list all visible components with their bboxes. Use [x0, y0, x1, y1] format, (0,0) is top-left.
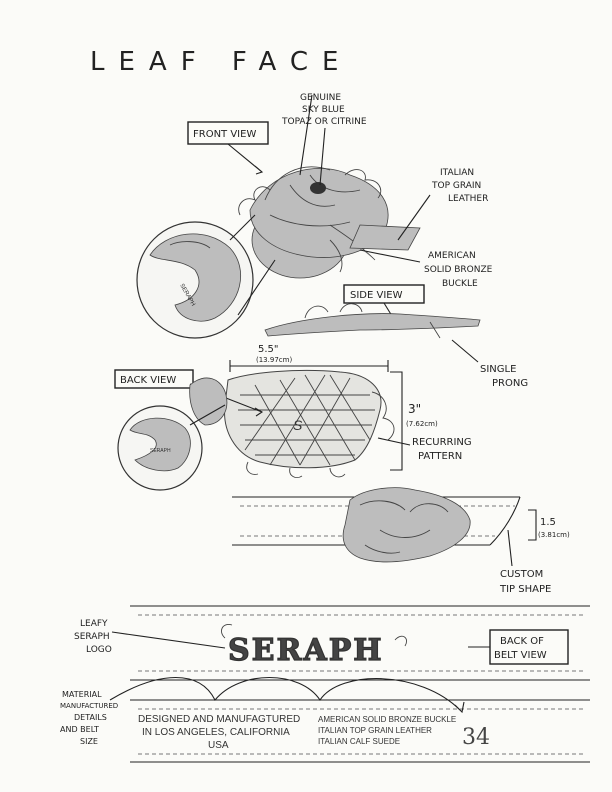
material-label-line4: AND BELT [60, 725, 99, 734]
logo-label-line2: SERAPH [74, 632, 110, 642]
back-view-box [114, 369, 194, 389]
strap-top-view [232, 487, 521, 563]
back-view-label: BACK VIEW [120, 375, 176, 386]
back-view-buckle: S [224, 369, 395, 479]
height-dim-cm: (7.62cm) [406, 420, 438, 428]
pattern-label-line1: RECURRING [412, 437, 472, 448]
front-view-label: FRONT VIEW [193, 129, 256, 140]
made-in-line1: DESIGNED AND MANUFAGTURED [138, 714, 300, 725]
buckle-label-line2: SOLID BRONZE [424, 265, 493, 275]
strap-dim: 1.5 [540, 517, 556, 528]
prong-arrow [451, 339, 479, 363]
back-belt-label-line2: BELT VIEW [494, 650, 547, 661]
gem-label-line1: GENUINE [300, 93, 341, 103]
logo-label-line1: LEAFY [80, 619, 108, 629]
svg-text:SERAPH: SERAPH [150, 448, 171, 454]
made-in-line2: IN LOS ANGELES, CALIFORNIA [142, 727, 290, 738]
seraph-logo: SERAPH [221, 624, 407, 669]
width-dim-cm: (13.97cm) [256, 356, 292, 364]
height-dim-line [390, 371, 403, 471]
buckle-arrow [359, 249, 421, 263]
pattern-label-line2: PATTERN [418, 451, 462, 462]
height-dim: 3" [408, 402, 421, 416]
tip-label-line1: CUSTOM [500, 569, 543, 580]
material-label-line2: MANUFACTURED [60, 702, 118, 710]
back-detail-magnifier: SERAPH [117, 404, 226, 491]
side-view-label: SIDE VIEW [350, 290, 403, 301]
leather-label-line2: TOP GRAIN [431, 181, 481, 191]
logo-arrow [111, 631, 226, 649]
leather-label-line1: ITALIAN [440, 168, 474, 178]
gem-label-line2: SKY BLUE [302, 105, 345, 115]
belt-bottom-strip [130, 699, 590, 763]
tip-arrow [507, 529, 513, 567]
prong-label-line1: SINGLE [480, 364, 516, 375]
made-in-line3: USA [208, 740, 229, 751]
leather-arrow [397, 194, 431, 241]
leather-label-line3: LEATHER [448, 194, 488, 204]
strap-dim-cm: (3.81cm) [538, 531, 570, 539]
svg-text:S: S [293, 417, 303, 433]
back-belt-label-line1: BACK OF [500, 636, 544, 647]
materials-stamp-line1: AMERICAN SOLID BRONZE BUCKLE [318, 715, 456, 724]
material-arrows [109, 676, 461, 711]
material-label-line5: SIZE [80, 737, 98, 746]
belt-size: 34 [462, 725, 490, 750]
side-view-buckle [264, 303, 481, 339]
gem-label-line3: TOPAZ OR CITRINE [281, 117, 367, 127]
page-title: LEAF FACE [90, 47, 352, 77]
buckle-label-line3: BUCKLE [442, 279, 478, 289]
width-dim: 5.5" [258, 344, 279, 355]
materials-stamp-line3: ITALIAN CALF SUEDE [318, 737, 400, 746]
strap-dim-line [528, 509, 537, 541]
front-view-buckle [238, 166, 421, 279]
logo-label-line3: LOGO [86, 645, 112, 655]
prong-label-line2: PRONG [492, 378, 528, 389]
buckle-label-line1: AMERICAN [428, 251, 476, 261]
front-detail-magnifier: SERAPH [136, 214, 276, 339]
materials-stamp-line2: ITALIAN TOP GRAIN LEATHER [318, 726, 432, 735]
gem-arrow [319, 127, 326, 186]
material-label-line1: MATERIAL [62, 690, 102, 699]
back-strap [189, 377, 228, 426]
tip-label-line2: TIP SHAPE [499, 584, 551, 595]
pattern-arrow [377, 437, 411, 446]
seraph-logo-text: SERAPH [228, 633, 384, 668]
material-label-line3: DETAILS [74, 713, 107, 722]
